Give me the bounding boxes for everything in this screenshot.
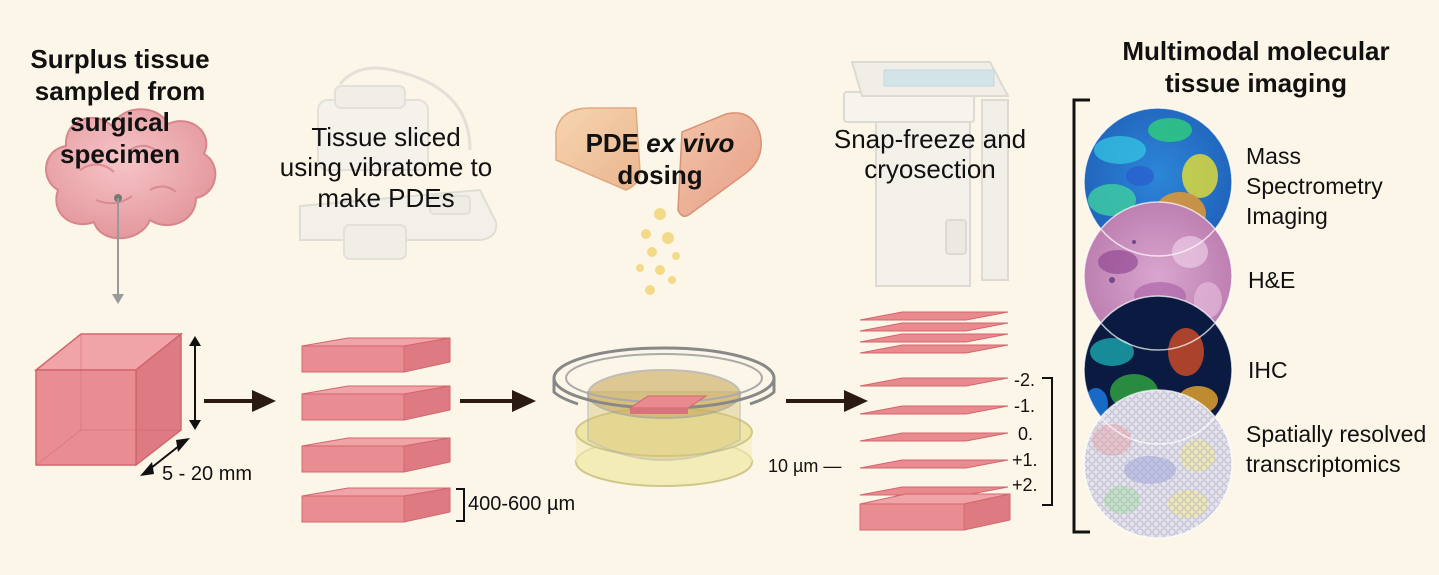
dosing-step-title: PDE ex vivo dosing xyxy=(560,128,760,191)
modality-label-ihc: IHC xyxy=(1248,357,1288,383)
section-thickness-label: 10 µm — xyxy=(768,456,842,476)
cryosections xyxy=(859,311,1009,496)
surplus-tissue-title: Surplus tissue sampled from surgical spe… xyxy=(30,44,210,170)
cryosection-step-title: Snap-freeze and cryosection xyxy=(833,124,1027,185)
section-index-0: -2. xyxy=(1014,370,1036,390)
dosing-title-ex-vivo: ex vivo xyxy=(646,128,735,158)
block-depth-dimension xyxy=(140,438,190,476)
modality-label-he: H&E xyxy=(1248,267,1296,293)
modality-label-transcriptomics: Spatially resolved transcriptomics xyxy=(1246,421,1427,477)
brain-tissue-icon xyxy=(45,108,217,240)
section-index-1: -1. xyxy=(1014,396,1036,416)
imaging-step-title: Multimodal molecular tissue imaging xyxy=(1122,36,1390,98)
spatial-transcriptomics-image-icon xyxy=(1084,390,1232,538)
dosing-title-part-2: dosing xyxy=(617,159,703,190)
cryostat-icon xyxy=(843,61,1010,287)
section-index-2: 0. xyxy=(1018,424,1034,444)
drug-capsule-icon xyxy=(555,107,762,295)
modality-label-msi: Mass Spectrometry Imaging xyxy=(1246,143,1383,229)
vibratome-step-title: Tissue sliced using vibratome to make PD… xyxy=(279,122,493,213)
section-index-bracket xyxy=(1042,377,1053,506)
sampling-arrow xyxy=(112,198,124,304)
flow-arrows xyxy=(204,390,868,412)
modality-circle-outlines xyxy=(1083,107,1233,539)
section-index-3: +1. xyxy=(1012,450,1038,470)
remaining-block xyxy=(859,493,1011,531)
tissue-slices xyxy=(301,337,451,523)
culture-insert-dish xyxy=(552,346,776,487)
block-size-label: 5 - 20 mm xyxy=(162,463,253,485)
slice-thickness-label: 400-600 µm xyxy=(468,493,576,515)
block-height-dimension xyxy=(189,336,201,430)
vibratome-icon xyxy=(299,66,498,260)
slice-thickness-bracket xyxy=(456,488,465,522)
dosing-title-part-1: PDE xyxy=(585,128,647,158)
section-index-4: +2. xyxy=(1012,475,1038,495)
imaging-bracket xyxy=(1072,98,1090,534)
tissue-block xyxy=(33,332,184,467)
